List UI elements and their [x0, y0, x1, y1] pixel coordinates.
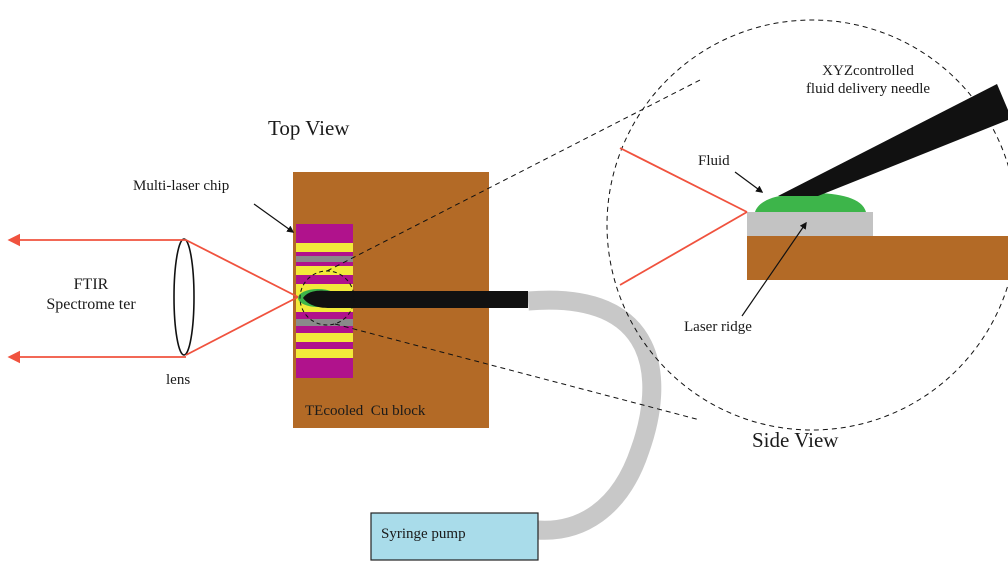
side-view [619, 84, 1008, 286]
syringe-pump-box [370, 512, 539, 561]
side-view-fluid-drop [755, 193, 866, 212]
side-view-beam-upper [619, 147, 748, 213]
side-view-cu-block [747, 236, 1008, 280]
multi-laser-chip-label: Multi-laser chip [133, 178, 230, 194]
lens [173, 238, 195, 356]
lens-label: lens [166, 372, 191, 388]
side-view-needle [778, 84, 1008, 196]
top-view-label: Top View [268, 116, 350, 140]
side-view-laser-ridge [747, 212, 873, 236]
zoom-line-top [326, 79, 701, 272]
ftir-spectrometer-label: FTIR Spectrome ter [36, 275, 146, 315]
xyz-needle-label: XYZcontrolled fluid delivery needle [768, 62, 968, 98]
laser-ridge-label: Laser ridge [684, 319, 752, 335]
ftir-label-line2: Spectrome ter [46, 296, 136, 313]
xyz-label-line1: XYZcontrolled [822, 63, 914, 79]
side-view-beam-lower [619, 211, 748, 286]
xyz-label-line2: fluid delivery needle [805, 81, 931, 97]
fluid-label: Fluid [698, 153, 730, 169]
laser-ridge-arrow [741, 221, 807, 317]
te-cooled-block-label: TEcooled Cu block [305, 403, 426, 419]
multi-laser-chip-arrow [253, 203, 295, 233]
zoom-circle-large [606, 19, 1008, 431]
ftir-label-line1: FTIR [73, 276, 109, 293]
needle-top [303, 290, 528, 308]
syringe-tube [527, 290, 662, 540]
laser-beam-top-view [7, 233, 299, 364]
side-view-label: Side View [752, 428, 839, 452]
fluid-arrow [734, 171, 764, 193]
syringe-pump-label: Syringe pump [381, 526, 466, 542]
